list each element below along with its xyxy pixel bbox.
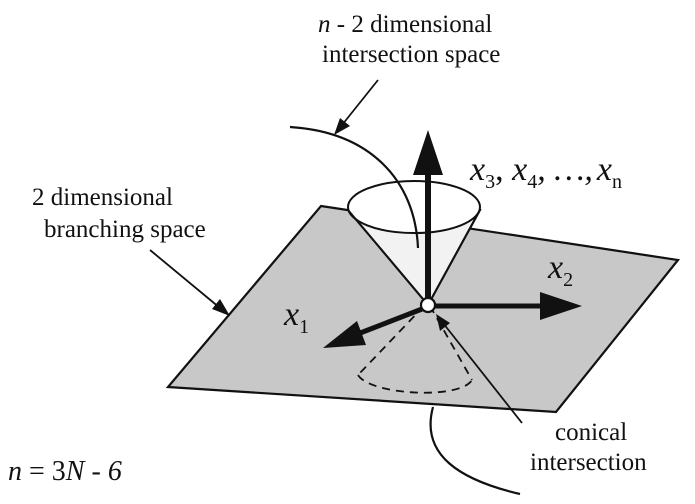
x1-arrow (323, 306, 423, 348)
dimension-equation: n = 3N - 6 (8, 456, 122, 487)
x3-xn-label: x3, x4, …,xn (469, 151, 622, 193)
conical-intersection-point (419, 296, 437, 314)
conical-label-line2: intersection (530, 449, 647, 476)
pointer-branching-space (149, 249, 230, 316)
branching-space-label-line2: branching space (44, 216, 206, 243)
intersection-space-curve (289, 125, 420, 249)
pointer-conical (436, 314, 523, 424)
cone-rim (347, 180, 481, 234)
pointer-intersection-space (334, 79, 379, 135)
x2-arrow (434, 292, 582, 320)
x2-label: x2 (547, 249, 573, 291)
lower-cone-dashed (357, 305, 473, 394)
branching-space-label-line1: 2 dimensional (32, 184, 173, 211)
conical-label-line1: conical (555, 419, 627, 446)
vertical-arrow (413, 130, 443, 298)
intersection-space-curve-lower (429, 406, 521, 496)
intersection-space-label-line2: intersection space (322, 41, 500, 68)
x1-label: x1 (283, 296, 309, 338)
intersection-space-label-line1: n - 2 dimensional (318, 11, 492, 38)
